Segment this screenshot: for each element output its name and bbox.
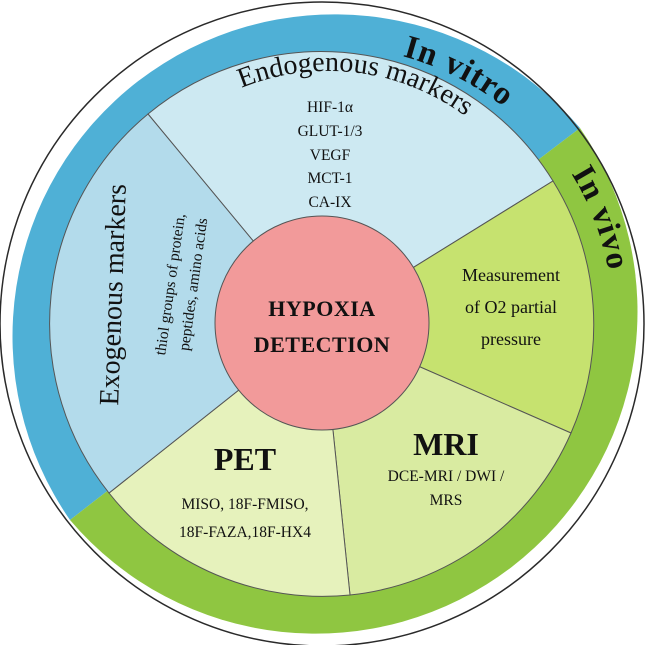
oxygen-line2: of O2 partial [465, 297, 557, 317]
sector-exogenous [49, 113, 323, 494]
mri-title: MRI [413, 426, 479, 462]
center-title-line2: DETECTION [254, 332, 391, 357]
center-title-line1: HYPOXIA [268, 296, 375, 321]
pet-line1: MISO, 18F-FMISO, [181, 496, 308, 513]
exogenous-title: Exogenous markers [94, 183, 133, 406]
pet-title: PET [214, 441, 276, 477]
oxygen-line1: Measurement [462, 265, 560, 285]
sector-endogenous [147, 51, 554, 325]
mri-line2: MRS [430, 492, 463, 509]
sector-oxygen [320, 180, 595, 434]
endogenous-item: VEGF [310, 147, 351, 164]
endogenous-item: GLUT-1/3 [298, 123, 363, 140]
center-circle [214, 215, 430, 431]
endogenous-item: MCT-1 [307, 170, 352, 187]
oxygen-line3: pressure [481, 329, 541, 349]
endogenous-item: HIF-1α [307, 99, 353, 116]
endogenous-item: CA-IX [308, 194, 351, 211]
pet-line2: 18F-FAZA,18F-HX4 [179, 524, 311, 541]
mri-line1: DCE-MRI / DWI / [388, 468, 505, 485]
